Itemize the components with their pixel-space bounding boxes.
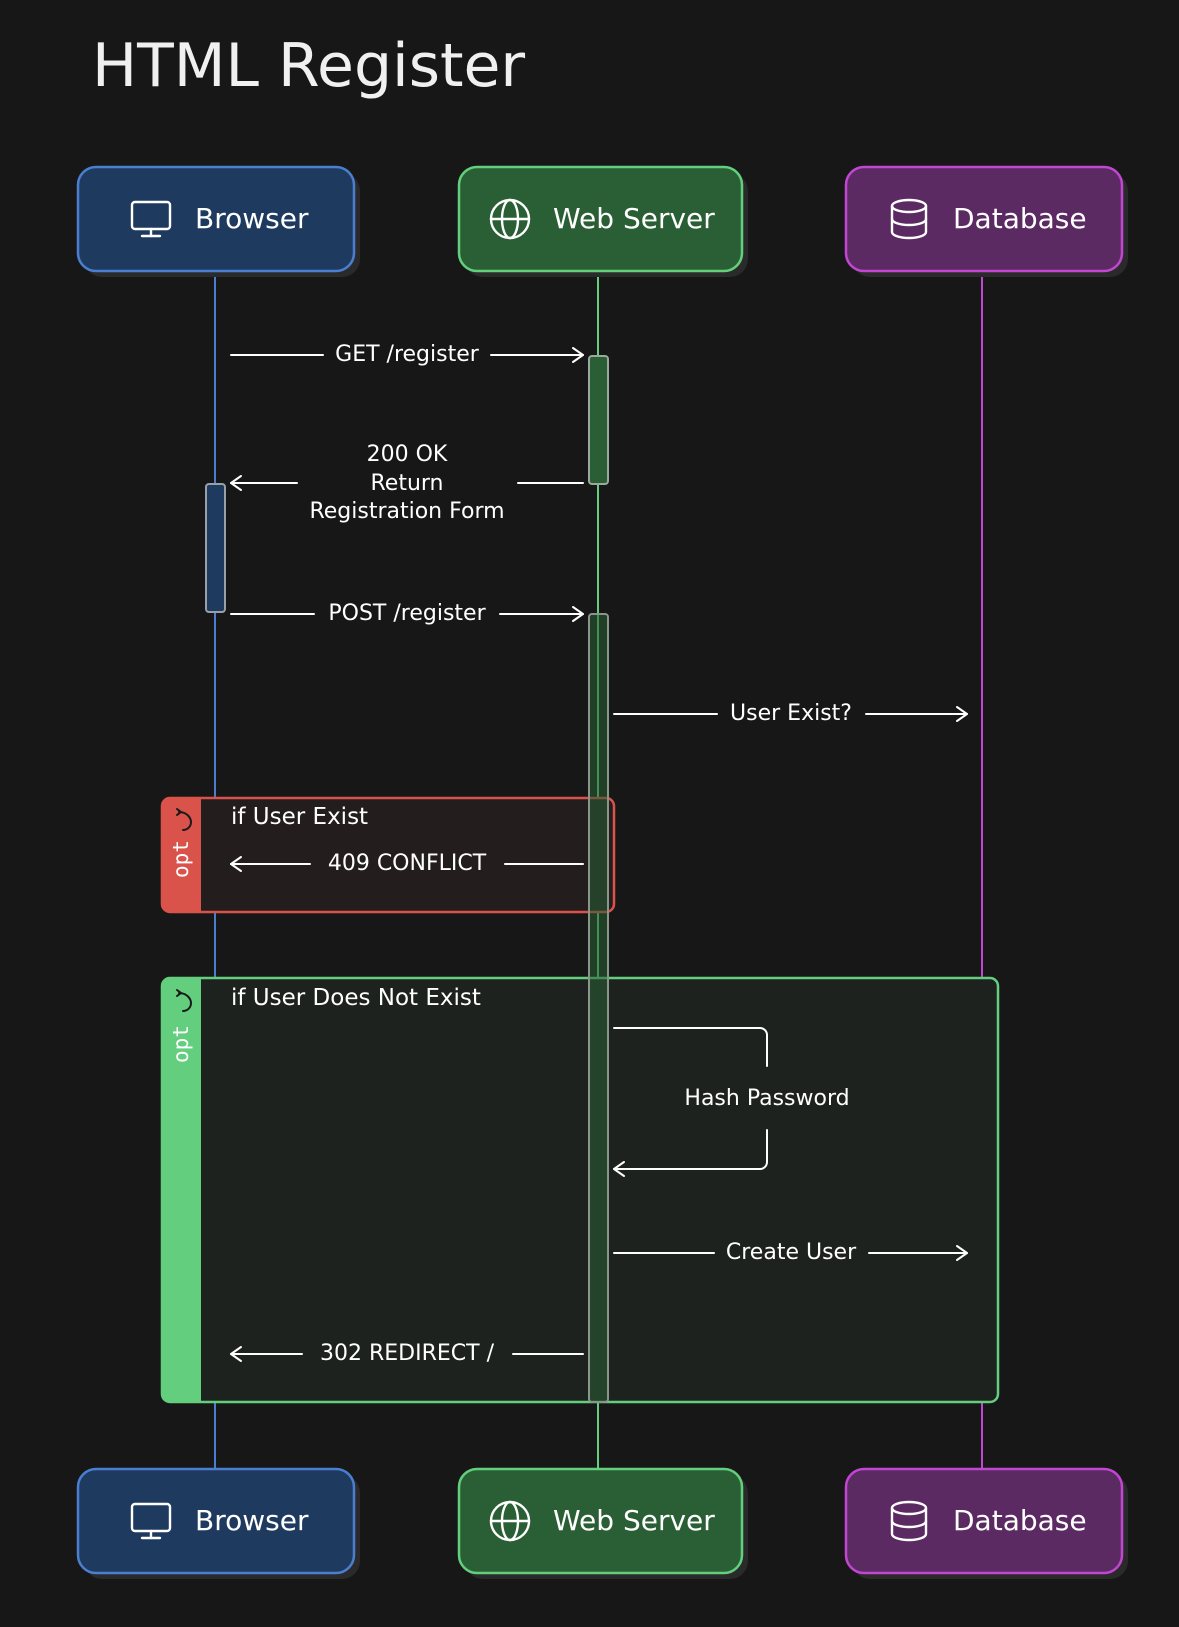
participant-label: Web Server bbox=[553, 202, 715, 235]
message-200-ok bbox=[230, 475, 584, 491]
message-label: User Exist? bbox=[730, 701, 852, 726]
message-get-register bbox=[230, 347, 584, 363]
message-label: Return bbox=[370, 471, 443, 496]
participant-label: Database bbox=[953, 202, 1087, 235]
participant-database-bottom[interactable]: Database bbox=[844, 1467, 1128, 1579]
opt-frame-user-exist: opt if User Exist bbox=[160, 796, 616, 914]
participant-label: Browser bbox=[195, 1504, 309, 1537]
message-create-user bbox=[613, 1245, 968, 1261]
web-server-activation-bar bbox=[588, 355, 609, 485]
message-label: 409 CONFLICT bbox=[328, 851, 487, 876]
participant-web-server-top[interactable]: Web Server bbox=[457, 165, 748, 277]
web-server-activation-bar bbox=[588, 613, 609, 1403]
opt-frame-type-label: opt bbox=[169, 1025, 193, 1063]
opt-frame-condition: if User Does Not Exist bbox=[231, 985, 481, 1011]
message-user-exist bbox=[613, 706, 968, 722]
participant-label: Browser bbox=[195, 202, 309, 235]
message-302-redirect bbox=[230, 1346, 584, 1362]
participant-browser-bottom[interactable]: Browser bbox=[76, 1467, 360, 1579]
opt-frame-condition: if User Exist bbox=[231, 804, 368, 830]
message-409-conflict bbox=[230, 856, 584, 872]
opt-frame-user-not-exist: opt if User Does Not Exist bbox=[160, 976, 1000, 1404]
message-label: GET /register bbox=[335, 342, 480, 367]
opt-frame-tab bbox=[162, 798, 201, 912]
message-label: Registration Form bbox=[309, 499, 504, 524]
browser-activation-bar bbox=[205, 483, 226, 613]
message-label: 302 REDIRECT / bbox=[320, 1341, 495, 1366]
message-label: Hash Password bbox=[684, 1086, 849, 1111]
participant-label: Web Server bbox=[553, 1504, 715, 1537]
message-label: POST /register bbox=[328, 601, 486, 626]
opt-frame-tab bbox=[162, 978, 201, 1402]
participant-database-top[interactable]: Database bbox=[844, 165, 1128, 277]
message-label: 200 OK bbox=[367, 442, 448, 467]
message-hash-password bbox=[613, 1027, 768, 1177]
page-title: HTML Register bbox=[92, 31, 525, 101]
message-post-register bbox=[230, 606, 584, 622]
opt-frame-type-label: opt bbox=[169, 840, 193, 878]
participant-browser-top[interactable]: Browser bbox=[76, 165, 360, 277]
message-label: Create User bbox=[726, 1240, 857, 1265]
participant-web-server-bottom[interactable]: Web Server bbox=[457, 1467, 748, 1579]
participant-label: Database bbox=[953, 1504, 1087, 1537]
